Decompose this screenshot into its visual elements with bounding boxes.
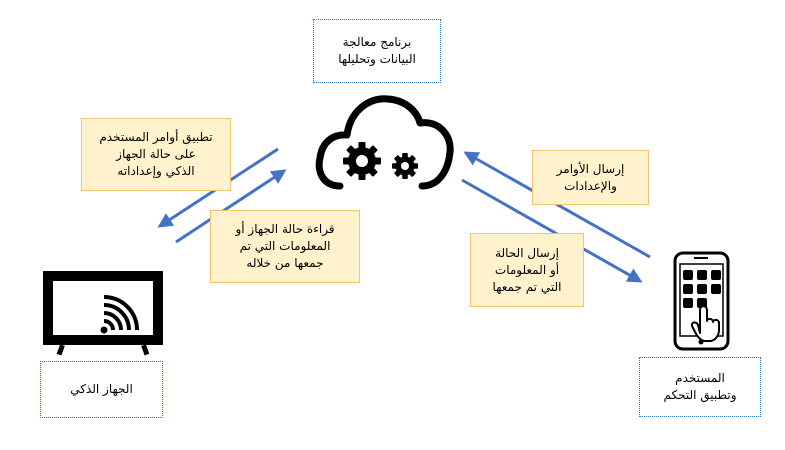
smart-device-box: الجهاز الذكي: [40, 361, 163, 418]
apply-commands-note: تطبيق أوامر المستخدم على حالة الجهاز الذ…: [81, 118, 231, 191]
send-state-note: إرسال الحالة أو المعلومات التي تم جمعها: [470, 233, 584, 307]
arrow-user-to-cloud: [463, 151, 651, 259]
user-app-box: المستخدم وتطبيق التحكم: [639, 357, 761, 417]
send-state-label: إرسال الحالة أو المعلومات التي تم جمعها: [492, 245, 562, 294]
read-state-label: قراءة حالة الجهاز أو المعلومات التي تم ج…: [235, 222, 335, 270]
arrow-device-to-cloud: [175, 169, 287, 244]
send-commands-note: إرسال الأوامر والإعدادات: [532, 150, 649, 205]
send-commands-label: إرسال الأوامر والإعدادات: [556, 161, 625, 193]
smart-device-label: الجهاز الذكي: [70, 382, 133, 396]
cloud-program-box: برنامج معالجة البيانات وتحليلها: [313, 19, 441, 83]
smart-tv-wifi-icon: [43, 271, 163, 356]
arrow-cloud-to-user: [461, 178, 643, 283]
apply-commands-label: تطبيق أوامر المستخدم على حالة الجهاز الذ…: [99, 130, 213, 178]
cloud-gears-icon: [315, 95, 454, 190]
user-app-label: المستخدم وتطبيق التحكم: [663, 371, 737, 402]
smartphone-touch-icon: [673, 251, 730, 351]
read-state-note: قراءة حالة الجهاز أو المعلومات التي تم ج…: [210, 210, 360, 283]
cloud-program-label: برنامج معالجة البيانات وتحليلها: [338, 35, 416, 66]
